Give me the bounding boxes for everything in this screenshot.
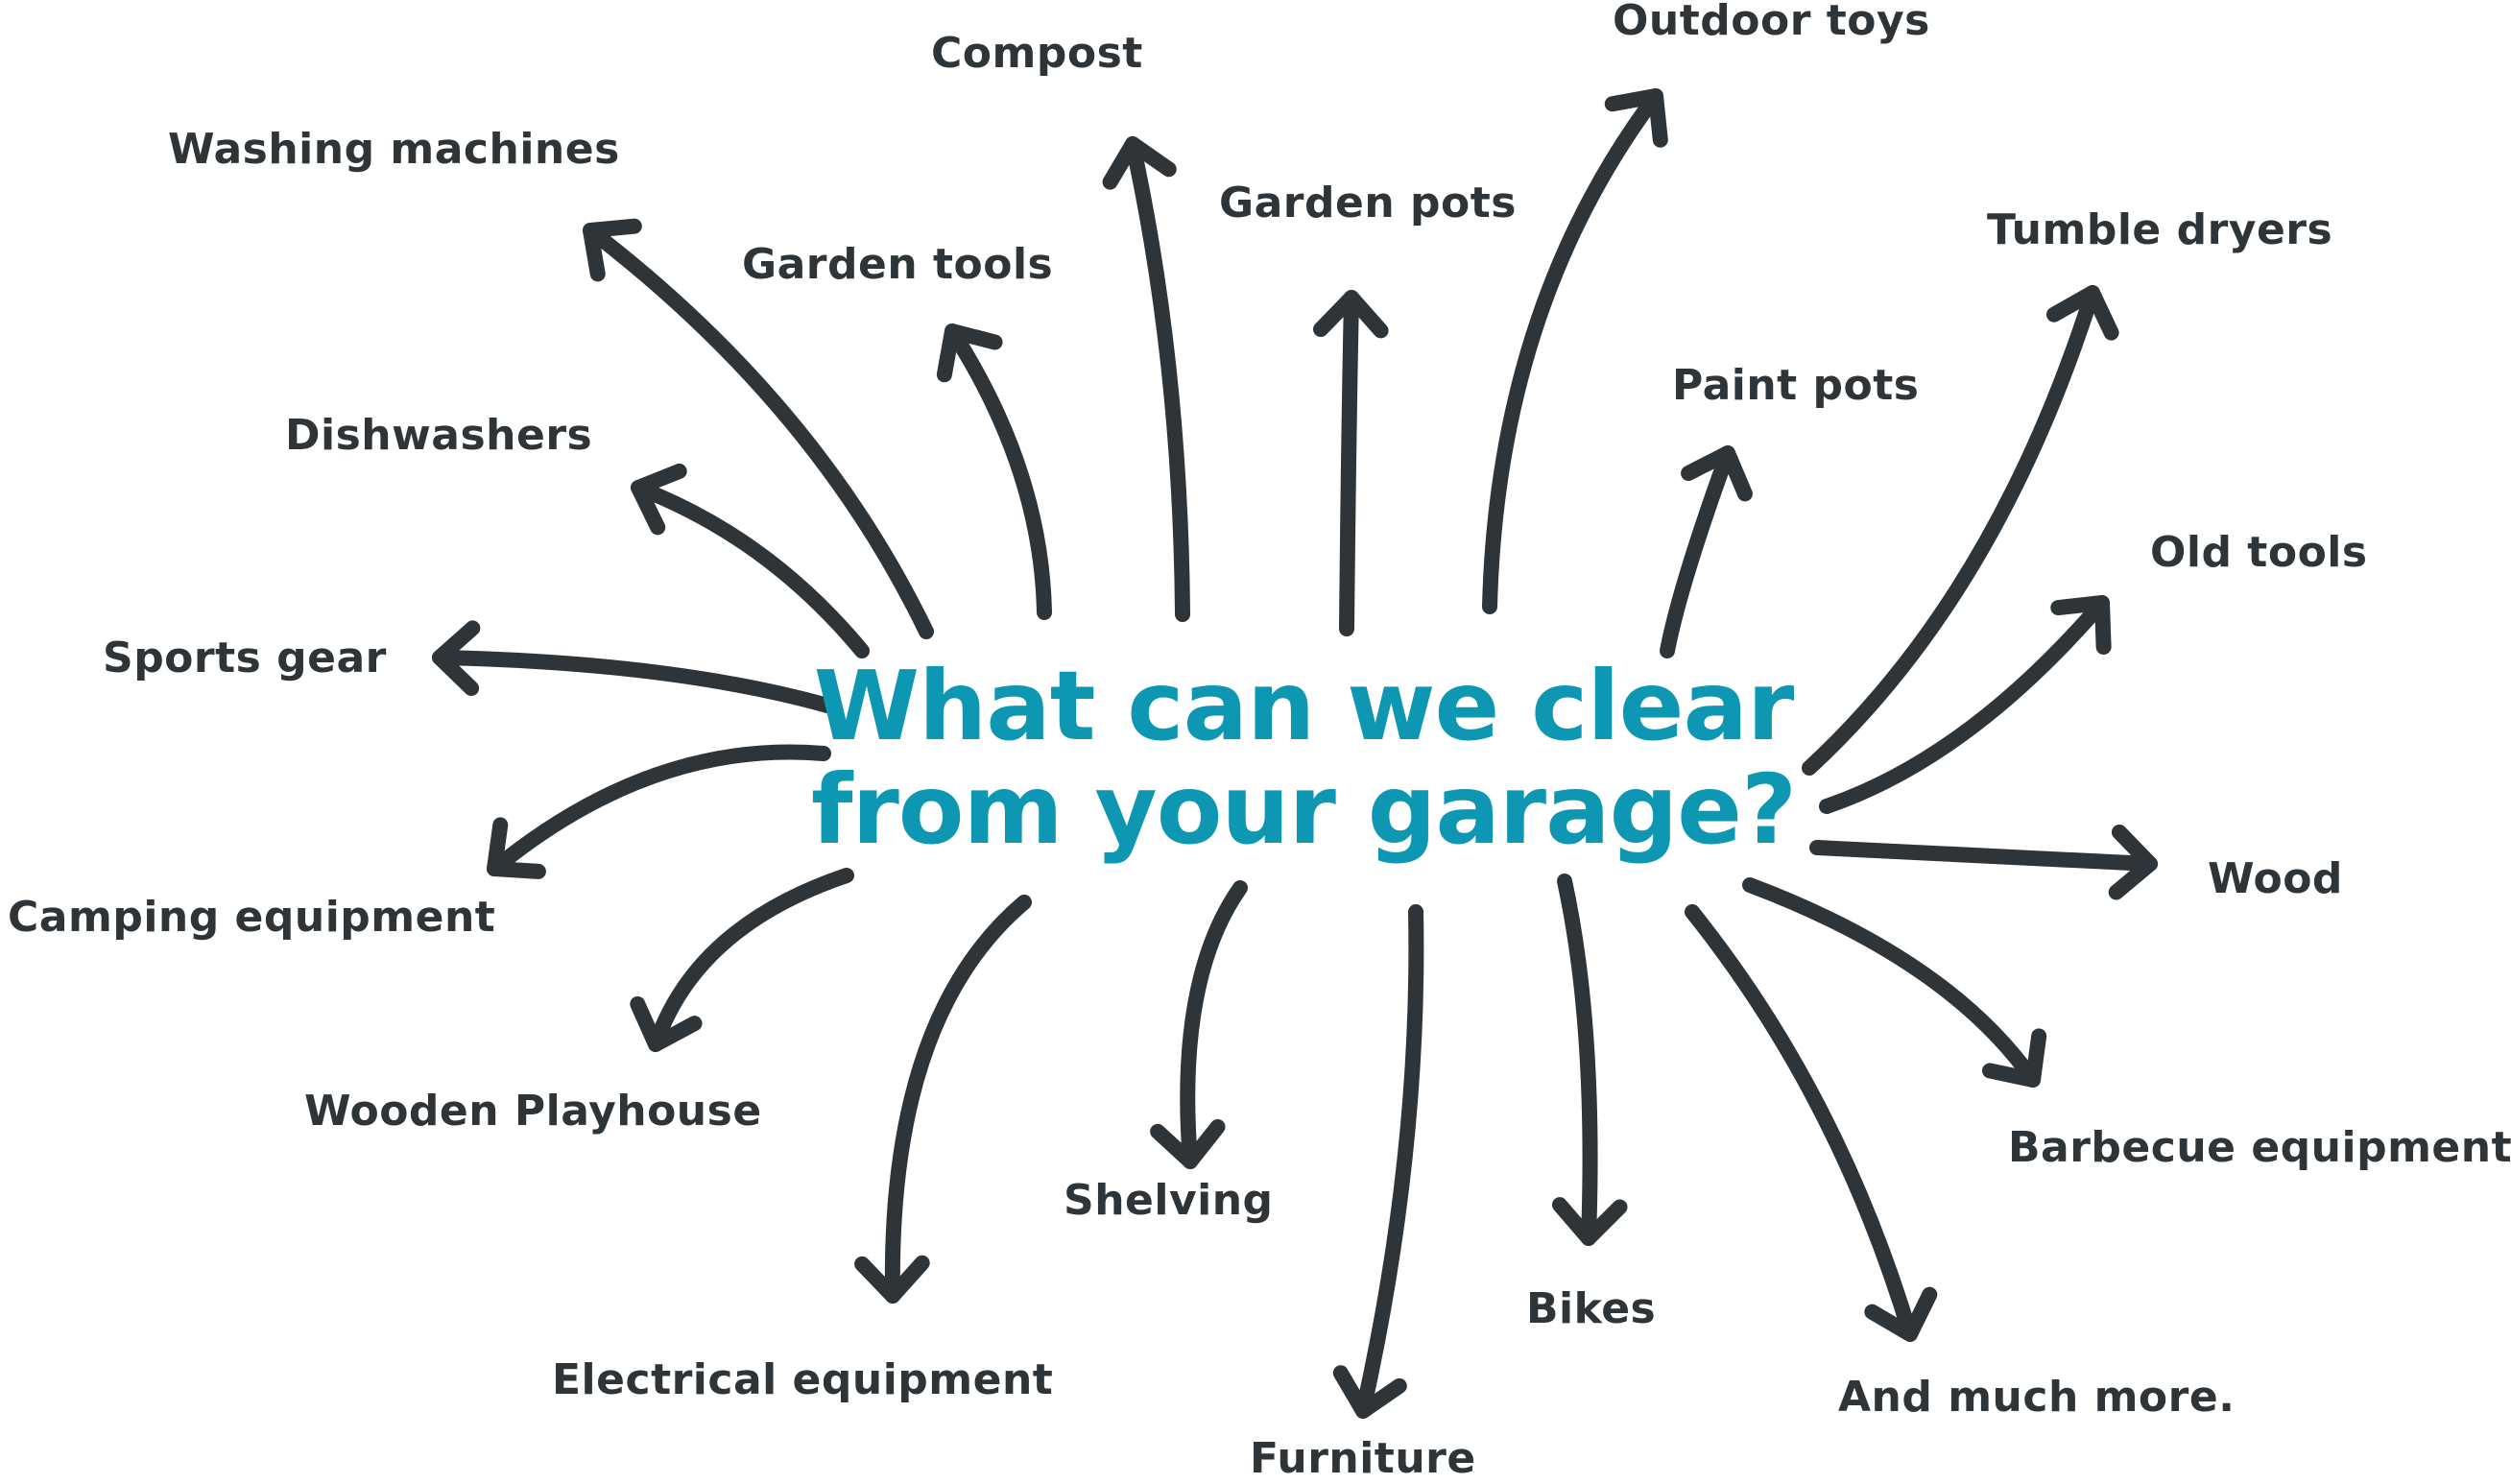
arrowhead — [1551, 1197, 1628, 1246]
label-garden-tools: Garden tools — [742, 240, 1054, 289]
arrowhead — [1313, 290, 1389, 339]
arrowhead — [1604, 88, 1668, 148]
label-camping-equipment: Camping equipment — [8, 893, 496, 942]
arrow-tumble — [1802, 285, 2119, 776]
arrow-shaft — [1125, 136, 1190, 622]
arrow-furniture — [1332, 904, 1424, 1419]
arrow-barbecue — [1742, 877, 2047, 1088]
arrowhead — [936, 323, 1003, 383]
arrow-shaft — [1809, 840, 2158, 872]
arrowhead — [2050, 595, 2112, 655]
arrowhead — [583, 218, 642, 282]
arrow-sports — [432, 620, 835, 713]
label-wooden-playhouse: Wooden Playhouse — [304, 1087, 762, 1136]
label-washing-machines: Washing machines — [168, 125, 620, 174]
arrow-compost — [1102, 136, 1190, 622]
arrow-paint-pots — [1660, 445, 1753, 658]
label-outdoor-toys: Outdoor toys — [1613, 0, 1930, 45]
central-question-line-2: from your garage? — [810, 754, 1797, 866]
label-wood: Wood — [2208, 854, 2343, 903]
arrow-shaft — [1180, 880, 1248, 1169]
arrowhead — [1681, 445, 1753, 502]
arrow-shaft — [1802, 285, 2100, 776]
arrowhead — [1982, 1028, 2047, 1088]
arrowhead — [630, 995, 703, 1052]
label-sports-gear: Sports gear — [103, 634, 387, 682]
label-and-much-more: And much more. — [1838, 1373, 2236, 1422]
arrowhead — [1332, 1365, 1407, 1419]
arrow-camping — [487, 744, 831, 879]
label-furniture: Furniture — [1250, 1434, 1476, 1483]
arrow-shaft — [1482, 88, 1663, 614]
arrowhead — [432, 620, 481, 696]
arrow-shaft — [1339, 290, 1359, 636]
arrow-shaft — [1685, 904, 1918, 1342]
arrow-shaft — [1819, 595, 2110, 814]
arrow-shelving — [1150, 880, 1248, 1169]
label-tumble-dryers: Tumble dryers — [1987, 205, 2333, 254]
arrowhead — [631, 463, 687, 536]
arrowhead — [854, 1255, 930, 1304]
label-old-tools: Old tools — [2150, 528, 2368, 577]
arrow-outdoor-toys — [1482, 88, 1668, 614]
arrow-bikes — [1551, 874, 1628, 1246]
label-compost: Compost — [931, 29, 1143, 78]
arrow-playhouse — [630, 868, 854, 1052]
arrow-old-tools — [1819, 595, 2112, 814]
label-paint-pots: Paint pots — [1672, 361, 1920, 410]
arrow-shaft — [1742, 877, 2041, 1088]
arrow-garden-pots — [1313, 290, 1389, 636]
arrow-shaft — [487, 744, 831, 876]
label-shelving: Shelving — [1064, 1176, 1274, 1225]
arrow-garden-tools — [936, 323, 1052, 620]
arrow-shaft — [583, 223, 934, 639]
arrow-shaft — [1660, 445, 1735, 658]
arrow-washing — [583, 218, 934, 639]
arrowhead — [2108, 824, 2158, 900]
label-dishwashers: Dishwashers — [285, 411, 593, 460]
arrow-shaft — [945, 323, 1052, 620]
central-question-line-1: What can we clear — [813, 650, 1795, 762]
label-barbecue-equipment: Barbecue equipment — [2008, 1123, 2511, 1172]
arrow-shaft — [1355, 904, 1424, 1419]
arrowhead — [1102, 136, 1177, 190]
arrowhead — [2045, 285, 2119, 341]
label-garden-pots: Garden pots — [1219, 179, 1517, 227]
arrow-much-more — [1685, 904, 1938, 1342]
label-electrical-equipment: Electrical equipment — [552, 1355, 1054, 1404]
arrow-shaft — [1557, 874, 1598, 1246]
arrow-electrical — [854, 895, 1032, 1304]
central-question: What can we clear from your garage? — [804, 655, 1803, 862]
arrowhead — [487, 817, 546, 879]
arrowhead — [1864, 1286, 1938, 1342]
label-bikes: Bikes — [1526, 1284, 1657, 1333]
arrow-dishwashers — [631, 463, 870, 658]
arrow-shaft — [432, 650, 835, 713]
arrow-shaft — [884, 895, 1032, 1304]
arrow-shaft — [631, 480, 870, 658]
arrowhead — [1150, 1118, 1226, 1169]
arrow-wood — [1809, 824, 2158, 900]
arrow-shaft — [648, 868, 854, 1052]
